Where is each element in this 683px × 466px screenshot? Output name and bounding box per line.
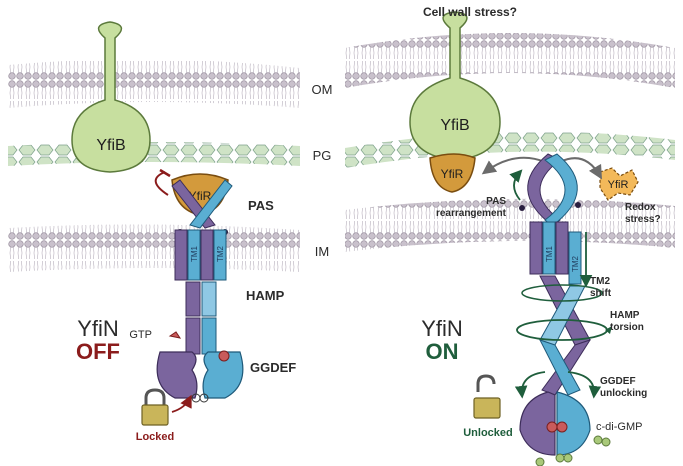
outer-membrane-right [345,33,675,88]
hamp-torsion-label-1: HAMP [610,310,640,321]
pg-label: PG [313,148,332,163]
outer-membrane-left [8,59,300,108]
lock-icon-left [141,388,169,426]
yfin-state-on: ON [426,339,459,364]
svg-text:YfiR: YfiR [441,167,464,181]
yfin-name-left: YfiN [77,316,119,341]
yfir-protein-right: YfiR [429,153,476,193]
tm1-label-left: TM1 [190,245,199,262]
cell-wall-stress-label: Cell wall stress? [423,5,517,19]
yfib-label-left: YfiB [96,137,125,154]
tm-helices-right: TM1 TM2 [529,221,582,285]
svg-text:TM1: TM1 [545,245,554,262]
yfib-protein-left: YfiB [71,21,151,173]
hamp-torsion-label-2: torsion [610,322,644,333]
inner-membrane-right [345,198,675,252]
svg-text:YfiR: YfiR [608,179,629,191]
inner-membrane-left [8,224,300,272]
pas-rearr-arrow [509,169,523,201]
om-label: OM [312,82,333,97]
yfin-state-off: OFF [76,339,120,364]
unlocked-label: Unlocked [463,427,513,439]
hamp-domain-right [539,275,592,396]
ggdef-domain-left [156,331,244,403]
im-label: IM [315,244,329,259]
hamp-label: HAMP [246,288,285,303]
yfin-name-right: YfiN [421,316,463,341]
redox-label-1: Redox [625,202,656,213]
c-di-gmp-label: c-di-GMP [596,421,642,433]
tm-helices-left: TM1 TM2 [174,229,227,281]
release-arrow-left [481,156,546,175]
yfib-protein-right: YfiB [409,11,501,161]
lock-arrow [171,394,192,413]
tm2-shift-label-1: TM2 [590,276,610,287]
left-panel: YfiB YfiR TM1 TM2 [8,21,300,426]
pas-rearr-label-2: rearrangement [436,208,507,219]
ggdef-domain-right [519,391,591,456]
inhibition-arrow [154,171,169,196]
unlocked-icon [473,374,501,419]
yfib-label-right: YfiB [440,117,469,134]
yfir-released: YfiR [599,167,639,201]
locked-label: Locked [136,431,175,443]
right-panel: YfiB YfiR YfiR TM1 TM [345,11,675,466]
redox-label-2: stress? [625,214,661,225]
peptidoglycan-right [345,131,675,168]
pas-rearr-label-1: PAS [486,196,506,207]
tm2-shift-label-2: shift [590,288,612,299]
ggdef-unlock-label-2: unlocking [600,388,647,399]
ggdef-label: GGDEF [250,360,296,375]
ggdef-unlock-arrow-right [567,371,602,399]
c-di-gmp-molecules [535,435,611,466]
peptidoglycan-left [8,142,300,166]
hamp-domain-left [185,281,217,355]
ggdef-unlock-arrow-left [514,371,546,399]
ggdef-unlock-label-1: GGDEF [600,376,636,387]
tm2-label-left: TM2 [216,245,225,262]
gtp-label: GTP [129,329,152,341]
svg-text:TM2: TM2 [571,255,580,272]
pas-label: PAS [248,198,274,213]
